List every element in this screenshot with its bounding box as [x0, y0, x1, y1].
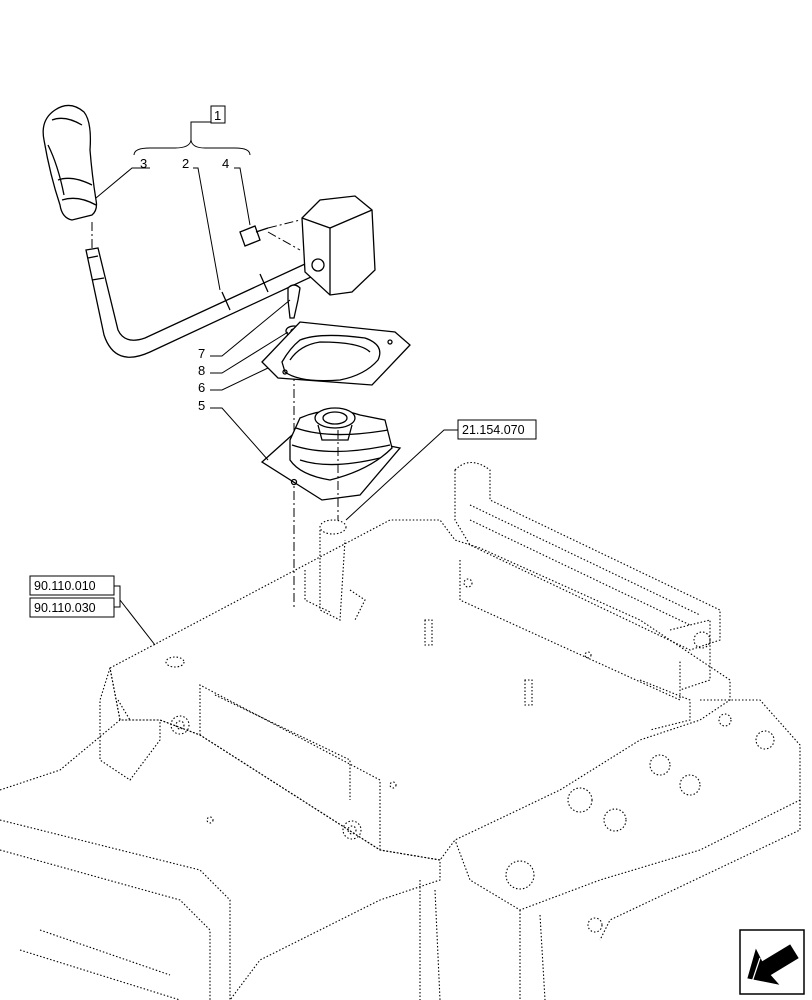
callout-3: 3	[140, 156, 147, 171]
callout-1: 1	[214, 108, 221, 123]
pivot-block	[239, 195, 376, 296]
arrow-down-left-icon[interactable]	[739, 929, 805, 995]
gasket-plate	[261, 321, 411, 386]
callout-8: 8	[198, 363, 205, 378]
reference-leader	[119, 599, 156, 646]
callout-7: 7	[198, 346, 205, 361]
callout-2: 2	[182, 156, 189, 171]
reference-label: 21.154.070	[462, 423, 525, 437]
reference-bracket	[114, 585, 121, 608]
reference-label: 90.110.010	[34, 579, 96, 593]
lever-boot	[260, 407, 402, 520]
reference-21-154-070[interactable]: 21.154.070	[345, 419, 537, 521]
reference-label: 90.110.030	[34, 601, 96, 615]
callout-6: 6	[198, 380, 205, 395]
callout-5: 5	[198, 398, 205, 413]
kit-bracket: 1	[133, 105, 251, 156]
chassis-frame	[0, 461, 801, 1000]
reference-90-110-030[interactable]: 90.110.030	[29, 597, 115, 618]
callout-labels: 3 2 4 7 8 6 5	[95, 156, 291, 461]
callout-4: 4	[222, 156, 229, 171]
shift-knob	[42, 104, 98, 221]
reference-90-110-010[interactable]: 90.110.010	[29, 575, 115, 596]
